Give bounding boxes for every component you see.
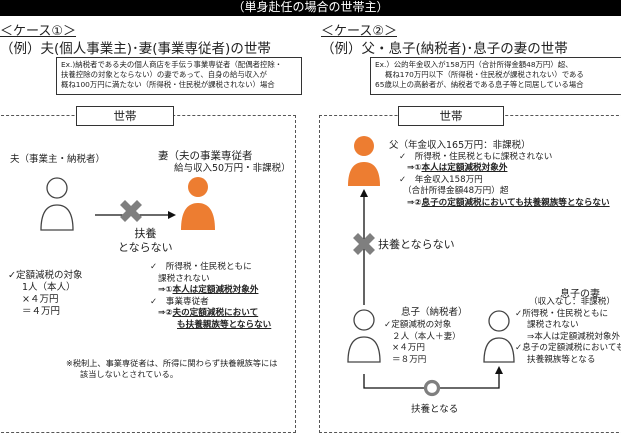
father-arrow1: ⇒①: [407, 163, 422, 173]
father-self-exempt: 本人は定額減税対象外: [421, 163, 508, 173]
son-wife-line6: 扶養親族等となる: [527, 354, 596, 365]
father-not-dependent: 息子の定額減税においても扶養親族等とならない: [421, 197, 610, 208]
wife-label-line1: 妻（夫の事業専従者: [158, 150, 253, 162]
case1-footnote-line1: ※税制上、事業専従者は、所得に関わらず扶養親族等には: [66, 358, 278, 368]
son-wife-title: 息子の妻: [560, 289, 600, 300]
case1-husband-reduction: 夫の定額減税において: [172, 308, 259, 318]
case2-label: ＜ケース②＞: [321, 24, 398, 39]
case1-left-item: ×４万円: [22, 294, 59, 305]
case1-left-item: ＝４万円: [22, 306, 61, 317]
son-list: ✓定額減税の対象 ２人（本人＋妻） ×４万円 ＝８万円: [384, 320, 461, 366]
header-bar: （単身赴任の場合の世帯主）: [0, 0, 621, 16]
dependent-label: 扶養となる: [411, 404, 459, 415]
case1-right-list: ✓ 所得税・住民税ともに 課税されない ⇒①本人は定額減税対象外 ✓ 事業専従者…: [150, 262, 271, 331]
case1-self-exempt: 本人は定額減税対象外: [172, 285, 259, 295]
son-list-item: ×４万円: [392, 343, 425, 353]
wife-person-icon: [181, 177, 215, 230]
son-wife-line1: （収入なし：非課税）: [529, 297, 615, 307]
son-list-item: ２人（本人＋妻）: [392, 331, 461, 342]
husband-label: 夫（事業主・納税者）: [10, 154, 106, 165]
case1-title: （例）夫(個人事業主)･妻(事業専従者)の世帯: [0, 41, 271, 57]
son-wife-line3: 課税されない: [527, 320, 579, 330]
son-wife-line5: ✓息子の定額減税においても: [515, 343, 621, 353]
case1-left-item: ✓定額減税の対象: [8, 270, 83, 281]
case1-right-line2: 課税されない: [158, 273, 210, 284]
case1-right-line1: ✓ 所得税・住民税ともに: [150, 262, 252, 272]
case2-household-label: 世帯: [398, 106, 504, 126]
case1-right-line4: ✓ 事業専従者: [150, 296, 209, 307]
case2-example-line3: 65歳以上の高齢者が、納税者である息子等と同居している場合: [375, 80, 584, 89]
father-not-dependent-label: 扶養とならない: [378, 238, 455, 251]
father-not-dependent-arrow-icon: [353, 189, 375, 305]
son-wife-person-icon: [483, 310, 515, 363]
case1-not-dependent-note: も扶養親族等とならない: [177, 319, 272, 330]
father-line4: ✓ 年金収入158万円: [399, 174, 483, 185]
case1-left-item: 1人（本人）: [22, 282, 76, 293]
not-dependent-arrow-icon: [95, 200, 176, 222]
case1-example-note: Ex.)納税者である夫の個人商店を手伝う事業専従者（配偶者控除・ 扶養控除の対象…: [56, 57, 302, 95]
wife-label-line2: 給与収入50万円・非課税）: [174, 163, 291, 174]
not-dependent-line1: 扶養: [134, 227, 157, 240]
case1-label: ＜ケース①＞: [0, 24, 77, 39]
case1-arrow1: ⇒①: [158, 285, 173, 295]
father-line1: 父（年金収入165万円：非課税）: [389, 140, 531, 151]
not-dependent-label: 扶養 とならない: [118, 227, 173, 255]
case2-example-line2: 概ね170万円以下（所得税・住民税が課税されない）である: [385, 70, 584, 79]
case1-footnote-line2: 該当しないとされている。: [80, 369, 179, 379]
case1-example-line3: 概ね100万円に満たない（所得税・住民税が課税されない）場合: [61, 80, 275, 89]
son-wife-line4: ⇒本人は定額減税対象外: [527, 331, 621, 342]
son-label: 息子（納税者）: [401, 307, 468, 318]
case1-example-line1: Ex.)納税者である夫の個人商店を手伝う事業専従者（配偶者控除・: [61, 60, 283, 69]
son-wife-line2: ✓所得税・住民税ともに: [515, 308, 609, 319]
wife-label: 妻（夫の事業専従者 給与収入50万円・非課税）: [158, 150, 291, 175]
son-list-item: ✓定額減税の対象: [384, 320, 452, 330]
son-wife-info: （収入なし：非課税） ✓所得税・住民税ともに 課税されない ⇒本人は定額減税対象…: [515, 297, 621, 366]
father-arrow2: ⇒②: [407, 197, 422, 208]
case1-household-label: 世帯: [76, 106, 174, 126]
not-dependent-line2: とならない: [118, 241, 173, 254]
case1-left-list: ✓定額減税の対象 1人（本人） ×４万円 ＝４万円: [8, 270, 82, 318]
father-line5: （合計所得金額48万円）超: [403, 186, 509, 196]
father-info: 父（年金収入165万円：非課税） ✓ 所得税・住民税ともに課税されない ⇒①本人…: [389, 140, 610, 209]
case2-example-note: Ex.）公的年金収入が158万円（合計所得金額48万円）超、 概ね170万円以下…: [370, 57, 621, 95]
father-person-icon: [348, 136, 380, 186]
son-person-icon: [347, 309, 381, 363]
case1-arrow2: ⇒②: [158, 308, 173, 318]
case2-example-line1: Ex.）公的年金収入が158万円（合計所得金額48万円）超、: [375, 60, 573, 69]
case1-example-line2: 扶養控除の対象とならない）の妻であって、自身の給与収入が: [61, 70, 267, 79]
husband-person-icon: [40, 177, 74, 231]
case2-title: （例）父・息子(納税者)･息子の妻の世帯: [321, 41, 568, 57]
dependent-arrow-icon: [363, 366, 503, 397]
son-list-item: ＝８万円: [392, 354, 427, 365]
father-line2: ✓ 所得税・住民税ともに課税されない: [399, 151, 553, 162]
case1-footnote: ※税制上、事業専従者は、所得に関わらず扶養親族等には 該当しないとされている。: [66, 358, 277, 380]
